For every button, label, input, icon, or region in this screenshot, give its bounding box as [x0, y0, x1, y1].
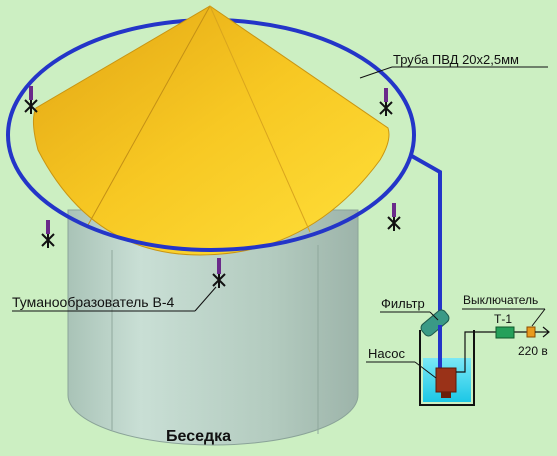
misting-nozzle	[24, 86, 38, 114]
pipe-ring-front	[6, 134, 416, 252]
filter-label: Фильтр	[381, 296, 425, 311]
misting-nozzle	[387, 203, 401, 231]
power-arrow	[535, 326, 550, 338]
switch-leader	[462, 308, 546, 327]
misting-nozzle	[41, 220, 55, 248]
supply-pipe	[409, 153, 442, 325]
pump-leader	[366, 361, 437, 379]
pump-label: Насос	[368, 346, 405, 361]
nozzle-label: Туманообразователь В-4	[12, 294, 174, 310]
filter-leader	[380, 311, 439, 321]
timer-label: Т-1	[494, 312, 512, 326]
pipe-leader	[359, 66, 548, 79]
pump	[435, 325, 457, 398]
gazebo-label: Беседка	[166, 428, 231, 445]
switch-label: Выключатель	[463, 293, 538, 307]
gazebo-walls	[67, 209, 359, 446]
misting-nozzle	[379, 88, 393, 116]
nozzle-leader	[12, 286, 217, 312]
pipe-label: Труба ПВД 20х2,5мм	[393, 52, 519, 67]
power-switch	[526, 326, 536, 338]
misting-nozzle	[212, 258, 226, 288]
gazebo-roof	[32, 5, 390, 256]
voltage-label: 220 в	[518, 344, 548, 358]
timer	[495, 326, 515, 339]
